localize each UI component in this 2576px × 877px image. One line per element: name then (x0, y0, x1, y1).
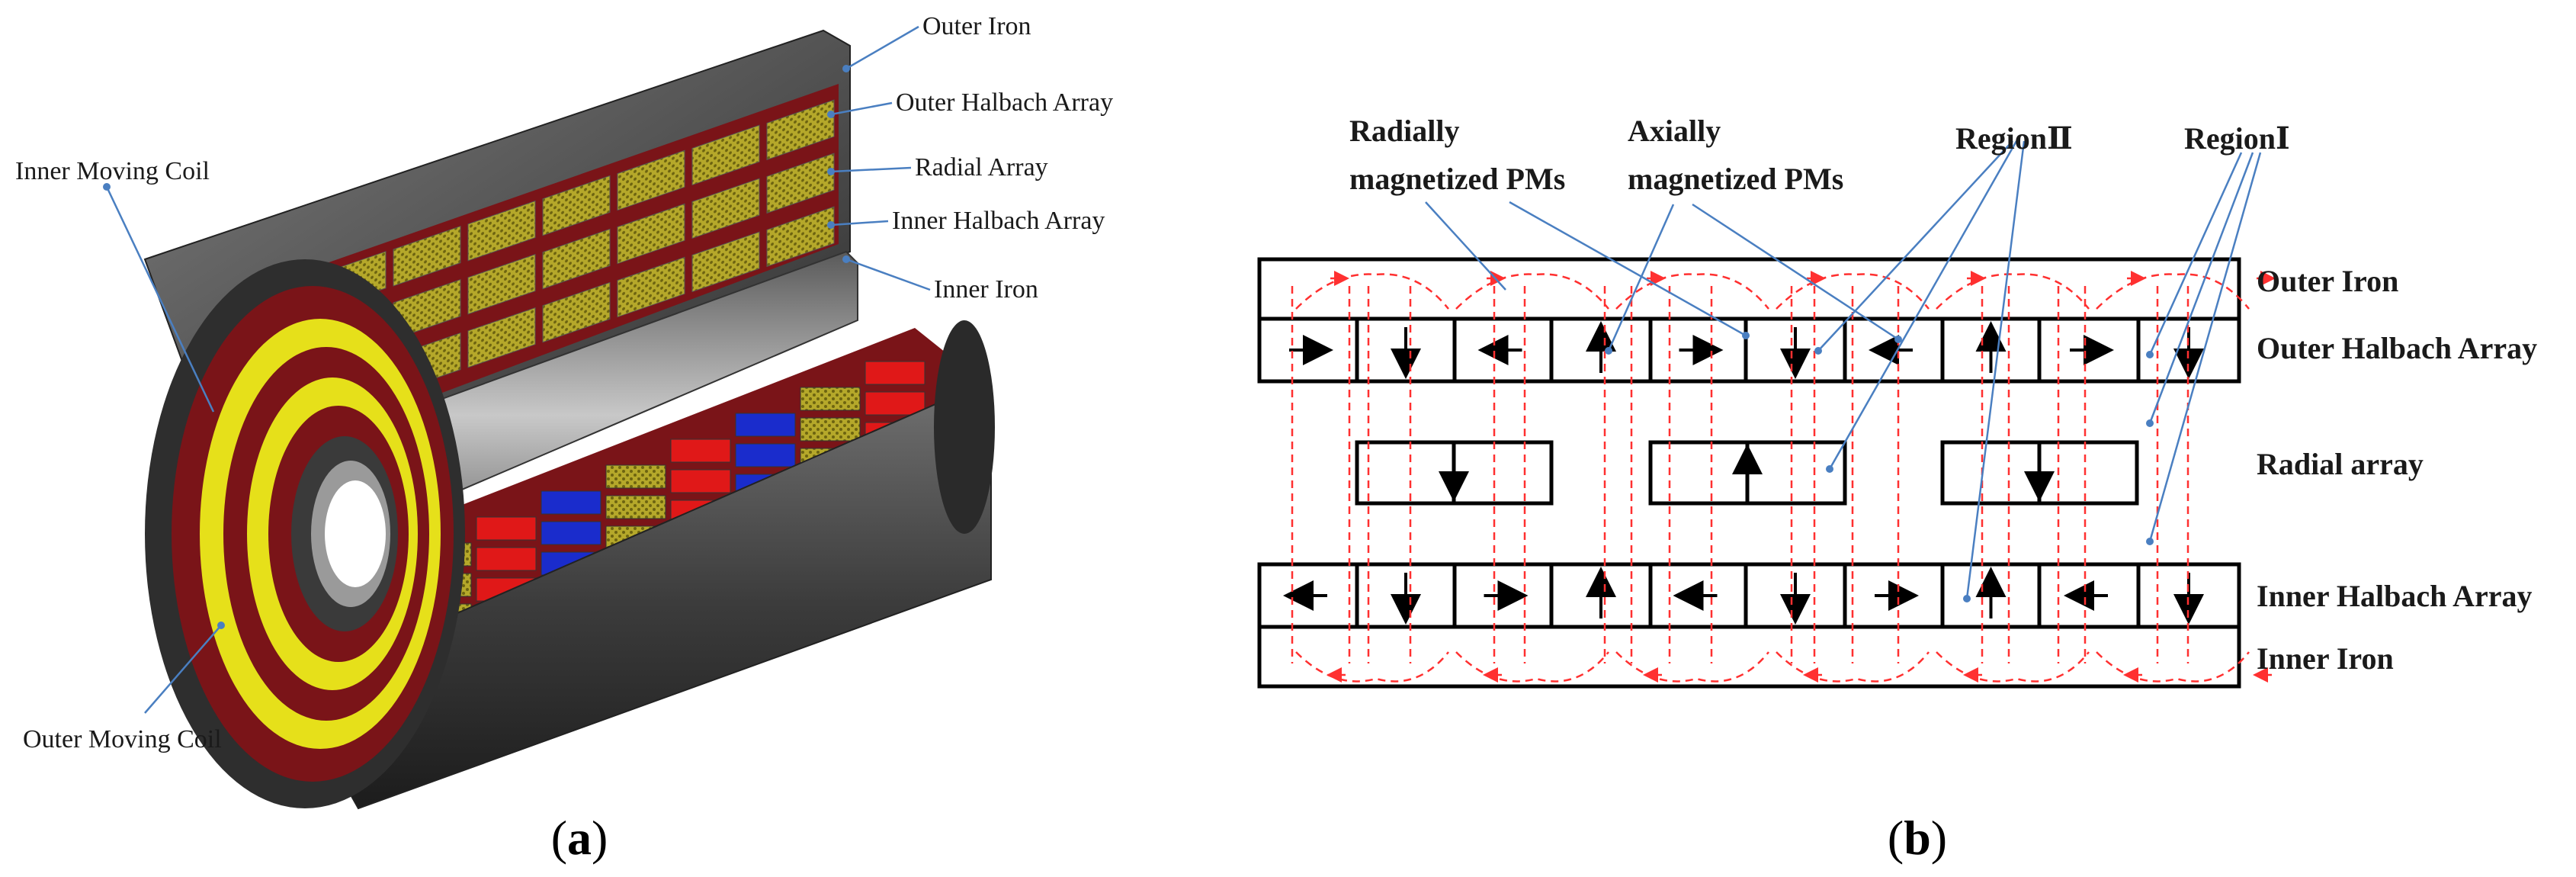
magnet-block (735, 413, 796, 437)
coil-block (617, 149, 685, 211)
label-a-outer-iron: Outer Iron (922, 12, 1031, 40)
label-b-radially-1: Radially (1349, 114, 1459, 148)
label-b-region1: RegionⅠ (2184, 121, 2290, 156)
coil-block (393, 225, 461, 287)
inner-halbach-cells (1283, 564, 2204, 627)
caption-a: (a) (551, 811, 608, 865)
front-concentric-rings (145, 259, 465, 808)
panel-a-motor-cutaway: Outer Iron Outer Halbach Array Radial Ar… (15, 12, 1113, 865)
label-b-axially-1: Axially (1628, 114, 1721, 148)
flux-arc (1615, 273, 1769, 310)
label-b-inner-halbach: Inner Halbach Array (2257, 579, 2533, 613)
label-b-outer-halbach: Outer Halbach Array (2257, 331, 2537, 365)
coil-block (617, 256, 685, 318)
magnet-block (865, 391, 925, 416)
magnet-block (800, 387, 861, 411)
magnet-block (605, 464, 666, 489)
label-b-region2: RegionⅡ (1955, 121, 2073, 156)
label-a-outer-halbach: Outer Halbach Array (896, 88, 1113, 117)
label-b-radially-2: magnetized PMs (1349, 162, 1565, 196)
coil-block (467, 200, 536, 262)
coil-block (691, 178, 760, 239)
panel-b-leaders (1425, 140, 2262, 599)
magnet-block (476, 516, 537, 541)
coil-block (691, 124, 760, 186)
coil-block (691, 231, 760, 293)
flux-arc (1455, 651, 1609, 683)
panel-a-leader-dots (103, 65, 850, 629)
flux-arc (1936, 273, 2090, 310)
panel-b-leader-dots (1605, 332, 2154, 602)
flux-arc (1455, 273, 1609, 310)
label-a-inner-iron: Inner Iron (934, 275, 1038, 304)
label-a-radial-array: Radial Array (915, 153, 1048, 182)
magnet-block (865, 361, 925, 385)
coil-block (766, 99, 835, 161)
caption-b: (b) (1888, 811, 1947, 865)
flux-lines (1291, 271, 2276, 683)
radial-array-blocks (1355, 440, 2139, 506)
label-a-outer-moving-coil: Outer Moving Coil (23, 725, 222, 753)
panel-a-leaders (105, 25, 931, 714)
flux-arc (2096, 651, 2250, 683)
coil-block (542, 175, 611, 236)
magnet-block (735, 443, 796, 467)
schematic-inner-iron (1257, 625, 2241, 689)
magnet-block (541, 490, 601, 515)
label-a-inner-halbach: Inner Halbach Array (892, 207, 1105, 235)
coil-block (617, 203, 685, 265)
label-b-axially-2: magnetized PMs (1628, 162, 1843, 196)
coil-block (542, 281, 611, 343)
outer-iron-end-cap (934, 320, 995, 534)
coil-block (542, 228, 611, 290)
flux-arc (1295, 273, 1449, 310)
flux-arc (1776, 273, 1930, 310)
flux-arc (1295, 651, 1449, 683)
flux-arc (1615, 651, 1769, 683)
coil-block (467, 253, 536, 315)
magnet-block (605, 495, 666, 519)
magnet-block (670, 469, 731, 493)
magnet-block (800, 417, 861, 442)
label-b-radial-array: Radial array (2257, 447, 2424, 481)
magnet-block (670, 438, 731, 463)
panel-b-schematic: Radially magnetized PMs Axially magnetiz… (1257, 114, 2537, 865)
magnet-block (476, 547, 537, 571)
flux-arc (1776, 651, 1930, 683)
flux-arc (2096, 273, 2250, 310)
label-b-inner-iron: Inner Iron (2257, 641, 2394, 676)
coil-block (467, 307, 536, 368)
label-a-inner-moving-coil: Inner Moving Coil (15, 157, 210, 185)
flux-arc (1936, 651, 2090, 683)
outer-halbach-cells (1289, 319, 2204, 381)
magnet-block (541, 521, 601, 545)
label-b-outer-iron: Outer Iron (2257, 264, 2398, 298)
